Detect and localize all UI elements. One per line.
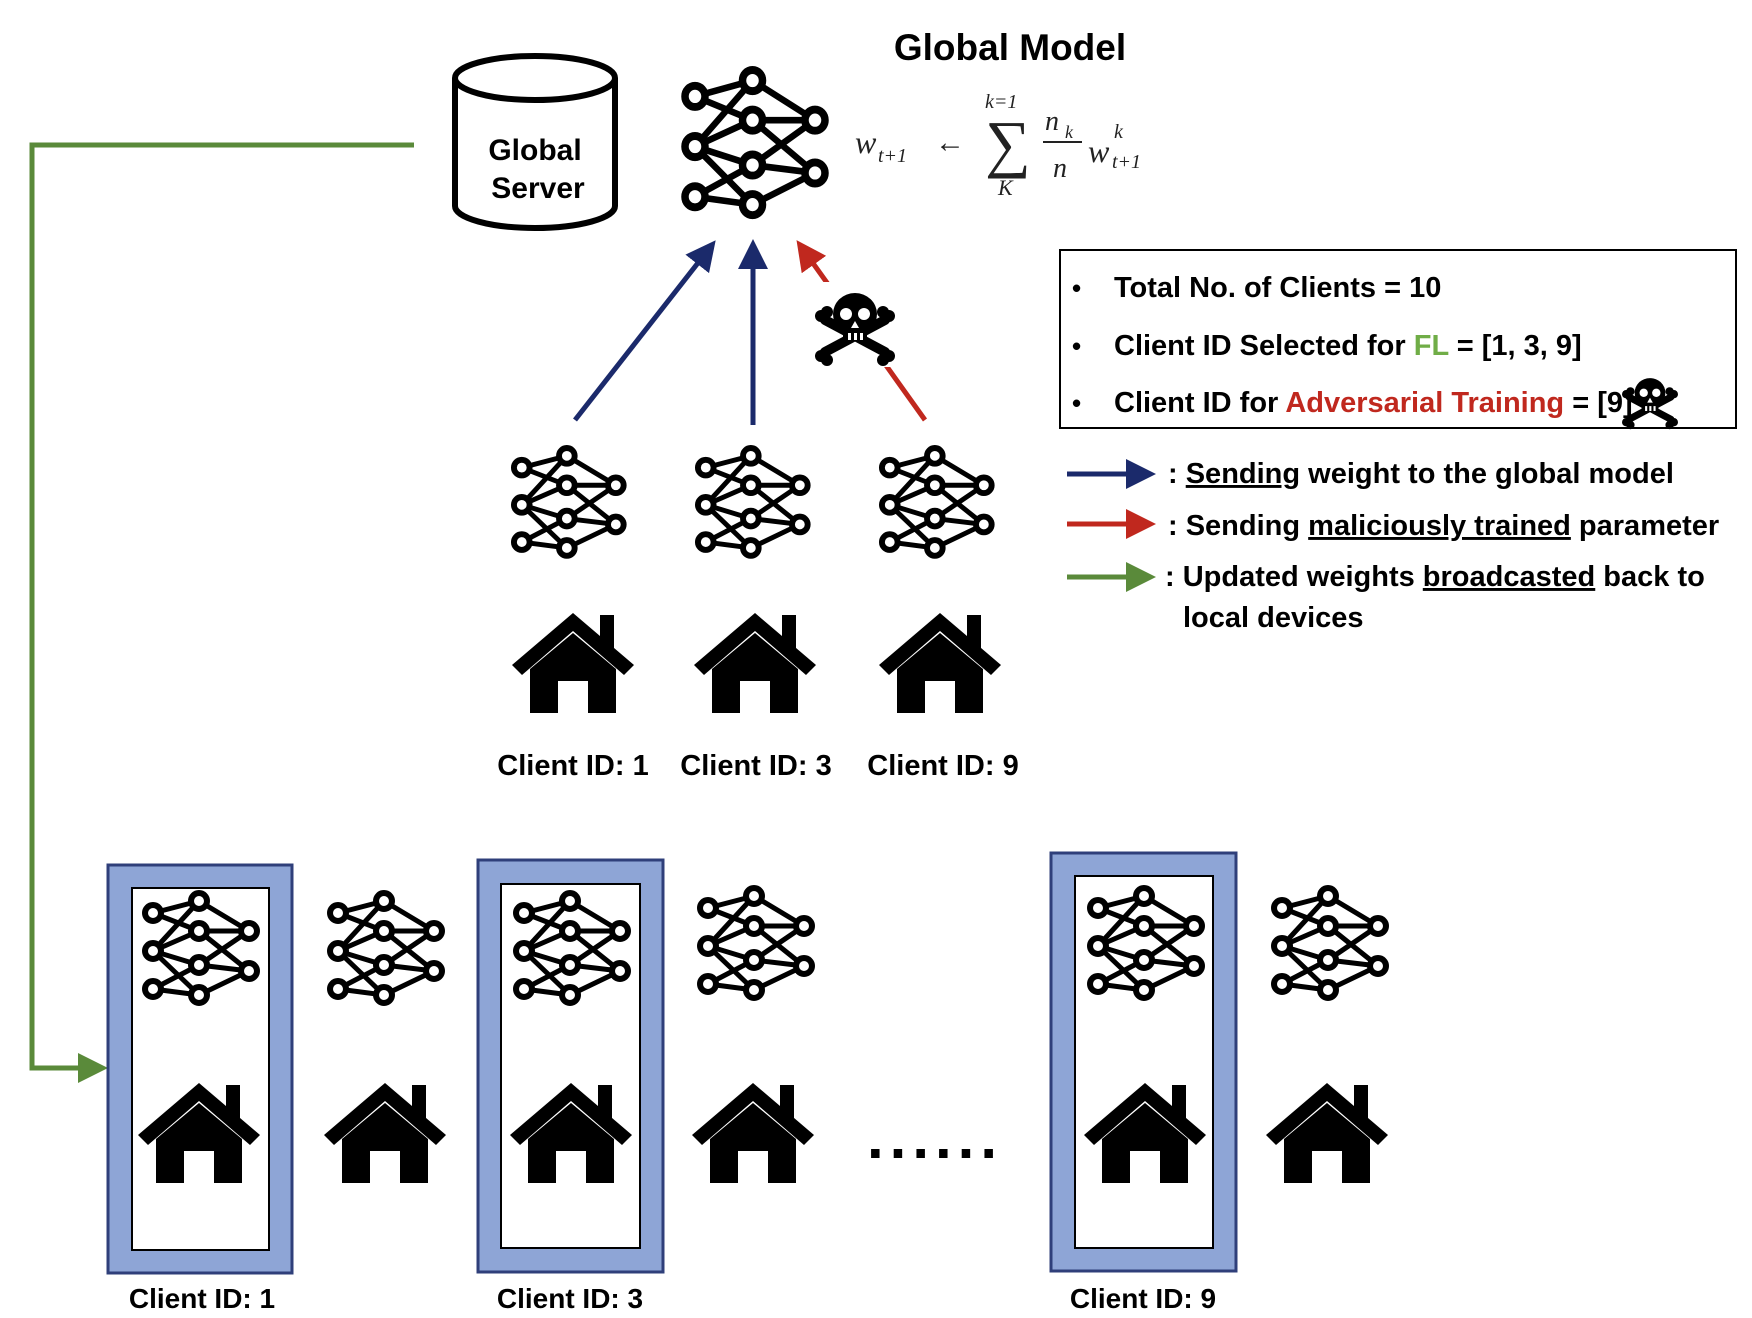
client-highlight-1 xyxy=(106,863,294,1275)
info-adversarial-clients: Client ID for Adversarial Training = [9] xyxy=(1114,387,1633,419)
svg-text:K: K xyxy=(997,175,1014,200)
database-icon: Global Server xyxy=(452,53,618,231)
aggregation-formula: w t+1 ← k=1 ∑ K n k n w k t+1 xyxy=(855,91,1141,200)
svg-text:w: w xyxy=(1088,133,1110,169)
svg-text:•: • xyxy=(1072,273,1081,303)
svg-text:n: n xyxy=(1045,106,1059,137)
bottom-client-label-9: Client ID: 9 xyxy=(1070,1283,1216,1314)
skull-crossbones-icon xyxy=(808,282,903,367)
client-network-icon xyxy=(882,448,992,556)
bottom-client-label-3: Client ID: 3 xyxy=(497,1283,643,1314)
selected-client-3: Client ID: 3 xyxy=(680,448,832,782)
selected-client-label: Client ID: 1 xyxy=(497,750,648,782)
legend-blue-text: : Sending weight to the global model xyxy=(1168,458,1674,490)
home-icon xyxy=(692,1083,814,1183)
arrow-client1-to-global xyxy=(573,240,716,422)
selected-client-9: Client ID: 9 xyxy=(867,448,1019,782)
svg-text:t+1: t+1 xyxy=(878,145,907,167)
client-network-icon xyxy=(330,893,442,1003)
svg-text:k: k xyxy=(1065,122,1074,142)
svg-text:•: • xyxy=(1072,388,1081,418)
info-box: • Total No. of Clients = 10 • Client ID … xyxy=(1059,249,1737,429)
svg-text:•: • xyxy=(1072,331,1081,361)
client-highlight-3 xyxy=(476,858,665,1274)
svg-text:n: n xyxy=(1053,153,1067,184)
info-selected-clients: Client ID Selected for FL = [1, 3, 9] xyxy=(1114,330,1582,362)
svg-text:←: ← xyxy=(935,126,965,159)
legend-green-text: : Updated weights broadcasted back to xyxy=(1165,561,1705,593)
svg-text:t+1: t+1 xyxy=(1112,151,1141,173)
global-model-title: Global Model xyxy=(894,27,1126,68)
info-total-clients: Total No. of Clients = 10 xyxy=(1114,272,1441,304)
client-network-icon xyxy=(700,888,812,998)
server-label-line2: Server xyxy=(491,172,585,205)
legend-green-text-line2: local devices xyxy=(1183,602,1364,634)
legend-red-text: : Sending maliciously trained parameter xyxy=(1168,510,1719,542)
client-network-icon xyxy=(698,448,808,556)
selected-client-label: Client ID: 3 xyxy=(680,750,831,782)
home-icon xyxy=(512,613,634,713)
selected-client-label: Client ID: 9 xyxy=(867,750,1018,782)
bottom-client-label-1: Client ID: 1 xyxy=(129,1283,275,1314)
legend: : Sending weight to the global model : S… xyxy=(1067,458,1719,634)
svg-text:k=1: k=1 xyxy=(985,91,1017,113)
home-icon xyxy=(694,613,816,713)
global-model-network-icon xyxy=(685,70,825,215)
client-network-icon xyxy=(1274,888,1386,998)
svg-text:w: w xyxy=(855,124,877,160)
svg-text:∑: ∑ xyxy=(985,108,1031,179)
server-label-line1: Global xyxy=(488,134,581,167)
client-network-icon xyxy=(514,448,624,556)
selected-client-1: Client ID: 1 xyxy=(497,448,649,782)
home-icon xyxy=(879,613,1001,713)
home-icon xyxy=(324,1083,446,1183)
broadcast-arrow xyxy=(29,142,414,1083)
ellipsis: ...... xyxy=(867,1104,1003,1171)
svg-text:k: k xyxy=(1114,121,1124,143)
home-icon xyxy=(1266,1083,1388,1183)
